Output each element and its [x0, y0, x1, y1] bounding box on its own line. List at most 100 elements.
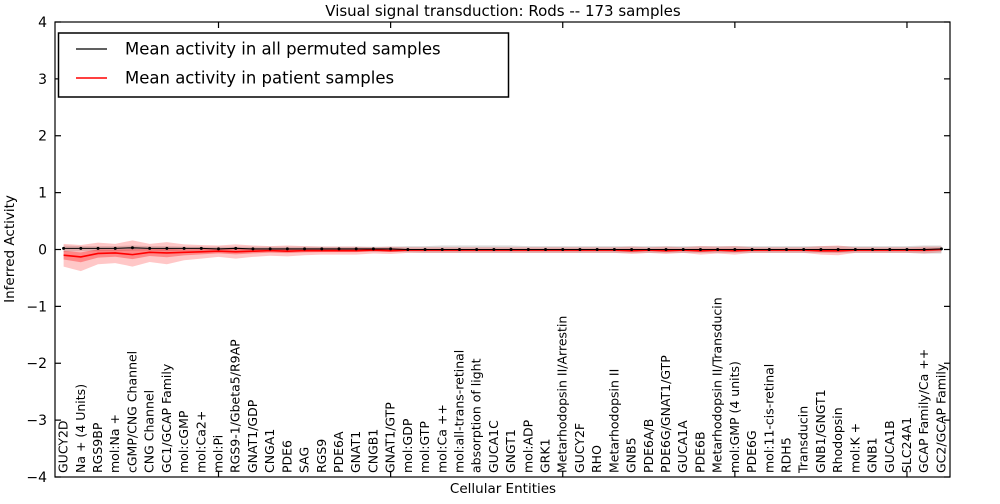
data-point-marker [784, 248, 788, 251]
x-category-label: Na + (4 Units) [73, 384, 88, 473]
x-category-label: PDE6A/B [641, 419, 656, 473]
data-point-marker [853, 248, 857, 251]
data-point-marker [389, 247, 393, 251]
x-category-label: GUCA1B [882, 420, 897, 473]
data-point-marker [767, 248, 771, 251]
x-category-label: mol:11-cis-retinal [761, 364, 776, 473]
data-point-marker [526, 248, 530, 251]
data-point-marker [681, 248, 685, 251]
data-point-marker [79, 246, 83, 250]
x-category-label: mol:Pi [211, 435, 226, 473]
x-category-label: RGS9 [314, 439, 329, 473]
data-point-marker [630, 248, 634, 251]
x-category-label: GC1/GCAP Family [159, 363, 174, 473]
x-category-label: mol:Na + [107, 414, 122, 473]
data-point-marker [733, 248, 737, 251]
data-point-marker [647, 248, 651, 251]
legend-label-patient: Mean activity in patient samples [125, 69, 394, 88]
x-category-label: mol:ADP [520, 419, 535, 473]
x-category-label: GNB1/GNGT1 [813, 389, 828, 473]
x-category-label: GNB1 [865, 437, 880, 473]
data-point-marker [698, 248, 702, 251]
patient-band-inner [63, 248, 942, 263]
x-category-label: mol:GDP [400, 418, 415, 473]
data-point-marker [440, 248, 444, 251]
x-category-label: PDE6G [744, 430, 759, 473]
data-point-marker [371, 247, 375, 251]
legend-box [57, 32, 510, 98]
legend: Mean activity in all permuted samples Me… [57, 32, 510, 98]
x-category-label: GNGT1 [503, 429, 518, 473]
data-point-marker [268, 247, 272, 251]
data-point-marker [716, 248, 720, 251]
x-category-label: Metarhodopsin II/Arrestin [555, 316, 570, 473]
data-point-marker [475, 248, 479, 251]
x-category-label: GNB5 [624, 437, 639, 473]
data-point-marker [922, 248, 926, 251]
y-tick-label: −2 [26, 356, 47, 372]
y-axis-label: Inferred Activity [2, 195, 18, 303]
x-category-label: mol:GTP [417, 421, 432, 473]
patient-mean-line [63, 248, 942, 258]
data-point-marker [320, 247, 324, 251]
y-tick-label: 3 [38, 72, 47, 88]
x-category-label: SLC24A1 [899, 417, 914, 473]
data-point-marker [457, 248, 461, 251]
data-point-marker [423, 248, 427, 251]
x-category-label: PDE6G/GNAT1/GTP [658, 355, 673, 473]
x-category-label: GUCA1A [675, 420, 690, 473]
patient-band-outer [63, 240, 942, 272]
y-tick-label: −4 [26, 470, 47, 486]
x-category-label: GCAP Family/Ca ++ [916, 349, 931, 473]
permuted-mean-line [63, 247, 942, 251]
x-category-label: RGS9-1/Gbeta5/R9AP [228, 339, 243, 473]
x-category-label: Metarhodopsin II/Transducin [710, 297, 725, 473]
x-category-label: PDE6A [331, 431, 346, 473]
data-point-marker [148, 246, 152, 250]
data-point-marker [802, 248, 806, 251]
data-point-marker [337, 247, 341, 251]
x-category-label: PDE6B [692, 431, 707, 473]
x-category-label: RGS9BP [90, 422, 105, 473]
x-category-label: GRK1 [538, 438, 553, 473]
data-point-marker [664, 248, 668, 251]
x-category-label: CNGA1 [262, 429, 277, 473]
x-category-label: GUCY2D [56, 420, 71, 473]
x-category-label: CNG Channel [142, 390, 157, 473]
data-point-marker [285, 247, 289, 251]
x-category-label: GNAT1 [348, 431, 363, 473]
data-point-marker [62, 246, 66, 250]
data-point-marker [217, 247, 221, 251]
x-category-label: SAG [297, 447, 312, 473]
x-category-label: CNGB1 [365, 429, 380, 473]
x-category-label: cGMP/CNG Channel [124, 351, 139, 473]
y-tick-label: 0 [38, 242, 47, 258]
y-tick-label: 1 [38, 186, 47, 202]
x-category-label: Rhodopsin [830, 407, 845, 473]
x-category-label: Transducin [796, 406, 811, 474]
data-point-marker [251, 247, 255, 251]
x-category-label: mol:GMP (4 units) [727, 361, 742, 473]
data-point-marker [612, 248, 616, 251]
x-category-label: mol:K + [847, 423, 862, 473]
x-category-label: Metarhodopsin II [606, 369, 621, 473]
data-point-marker [406, 248, 410, 251]
y-tick-label: −1 [26, 299, 47, 315]
x-category-label: GNAT1/GDP [245, 399, 260, 473]
data-point-marker [561, 248, 565, 251]
data-point-marker [96, 246, 100, 250]
data-point-marker [939, 247, 943, 251]
data-point-marker [819, 248, 823, 251]
y-tick-label: 2 [38, 129, 47, 145]
line-layer [63, 247, 942, 258]
x-category-label: mol:Ca2+ [193, 411, 208, 473]
chart-title: Visual signal transduction: Rods -- 173 … [325, 2, 681, 20]
y-tick-label: −3 [26, 413, 47, 429]
x-category-label: GUCY2F [572, 423, 587, 473]
x-category-label: RDH5 [778, 437, 793, 473]
data-point-marker [303, 247, 307, 251]
band-layer [63, 240, 942, 272]
